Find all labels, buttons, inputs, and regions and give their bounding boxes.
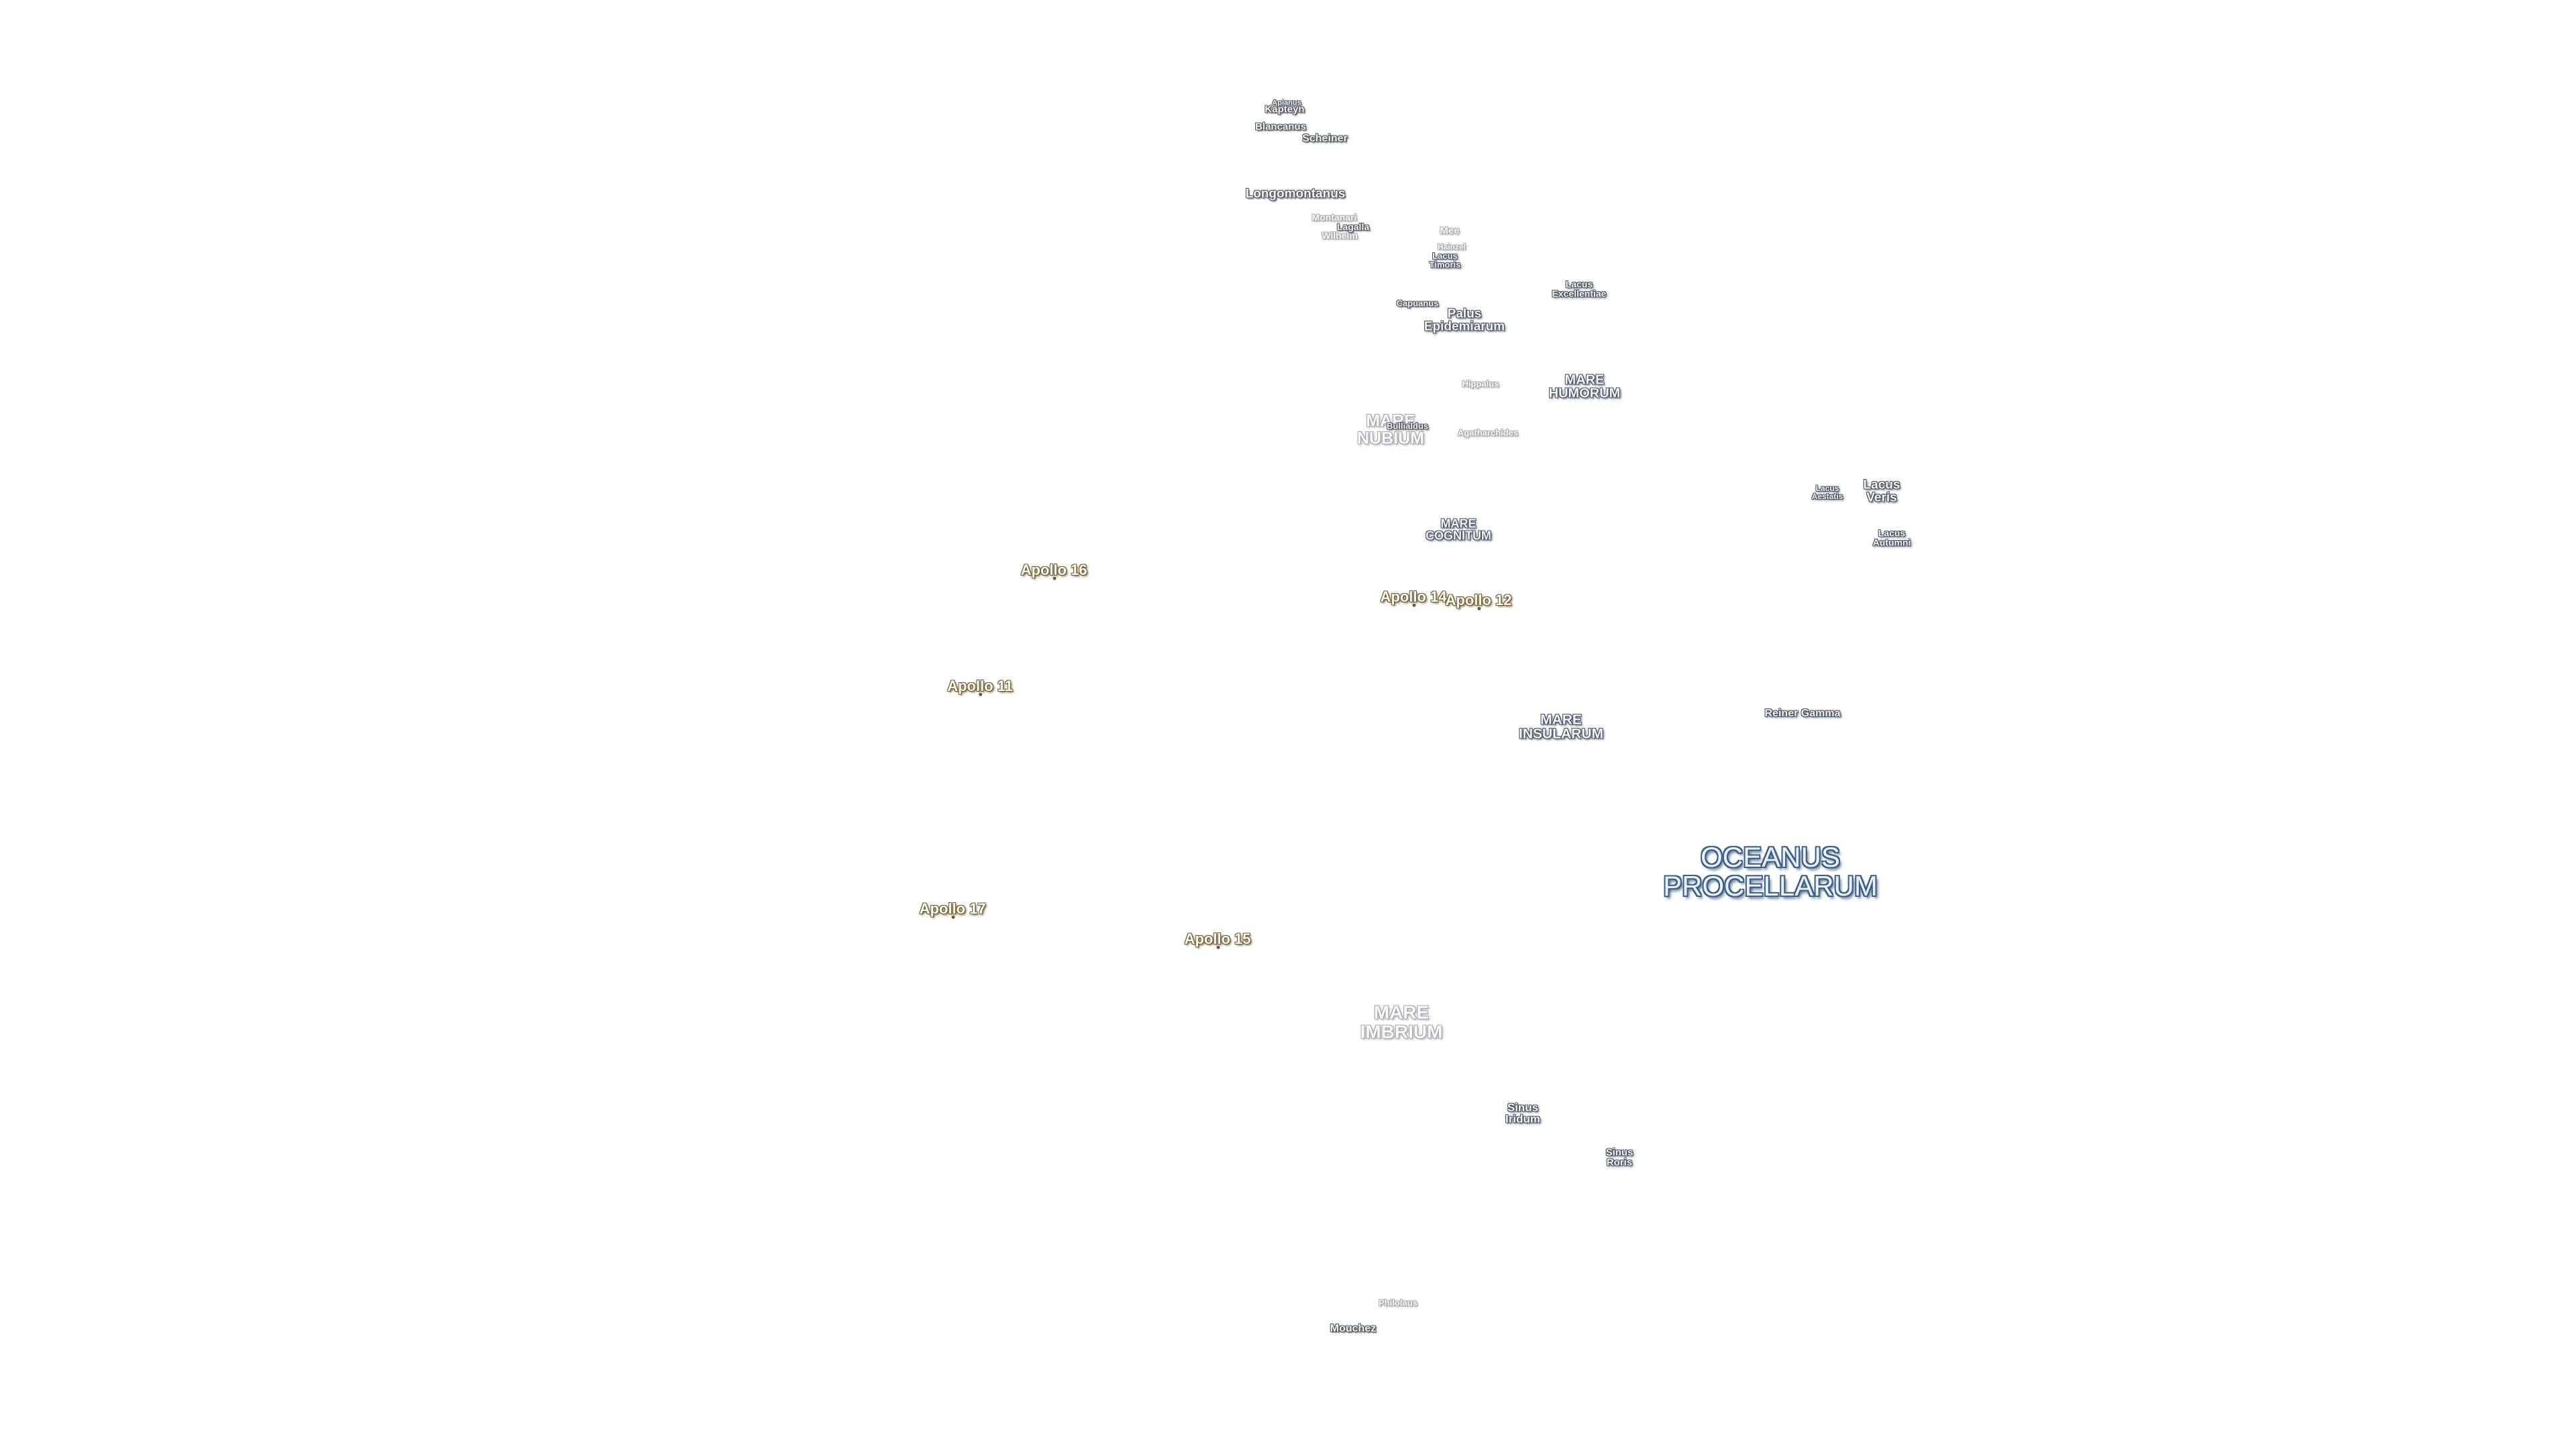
apollo-12-site[interactable]: Apollo 12 [1445,591,1512,611]
label-scheiner[interactable]: Scheiner [1302,132,1348,144]
label-mouchez[interactable]: Mouchez [1330,1322,1377,1334]
label-apianus[interactable]: Apianus [1272,99,1301,107]
label-agatharchides[interactable]: Agatharchides [1457,427,1519,438]
apollo-11-site[interactable]: Apollo 11 [947,677,1013,697]
apollo-14-label: Apollo 14 [1380,588,1447,605]
label-hippalus[interactable]: Hippalus [1462,378,1499,389]
apollo-11-label: Apollo 11 [947,677,1013,694]
apollo-16-label: Apollo 16 [1020,561,1087,578]
landing-site-marker [1216,946,1220,950]
landing-site-marker [978,693,982,697]
label-longomontanus[interactable]: Longomontanus [1245,186,1346,201]
apollo-15-site[interactable]: Apollo 15 [1184,930,1251,950]
apollo-17-site[interactable]: Apollo 17 [919,900,986,920]
label-blancanus[interactable]: Blancanus [1255,121,1306,133]
label-lagalla[interactable]: Lagalla [1336,221,1370,232]
label-wilhelm[interactable]: Wilhelm [1322,229,1358,241]
apollo-16-site[interactable]: Apollo 16 [1020,561,1087,581]
label-hainzel[interactable]: Hainzel [1437,241,1466,252]
label-philolaus[interactable]: Philolaus [1379,1297,1417,1308]
apollo-17-label: Apollo 17 [919,900,986,917]
label-montanari[interactable]: Montanari [1311,211,1357,223]
apollo-15-label: Apollo 15 [1184,930,1251,947]
label-reiner-gamma[interactable]: Reiner Gamma [1764,707,1841,719]
label-bullialdus[interactable]: Bullialdus [1386,421,1429,431]
landing-site-marker [1411,604,1415,608]
label-capuanus[interactable]: Capuanus [1396,298,1439,309]
landing-site-marker [951,916,955,920]
label-mee[interactable]: Mee [1440,225,1460,237]
apollo-14-site[interactable]: Apollo 14 [1380,588,1447,608]
label-kapteyn[interactable]: Kapteyn [1265,103,1305,115]
landing-site-marker [1052,577,1056,581]
apollo-12-label: Apollo 12 [1445,591,1512,608]
landing-site-marker [1477,607,1481,611]
